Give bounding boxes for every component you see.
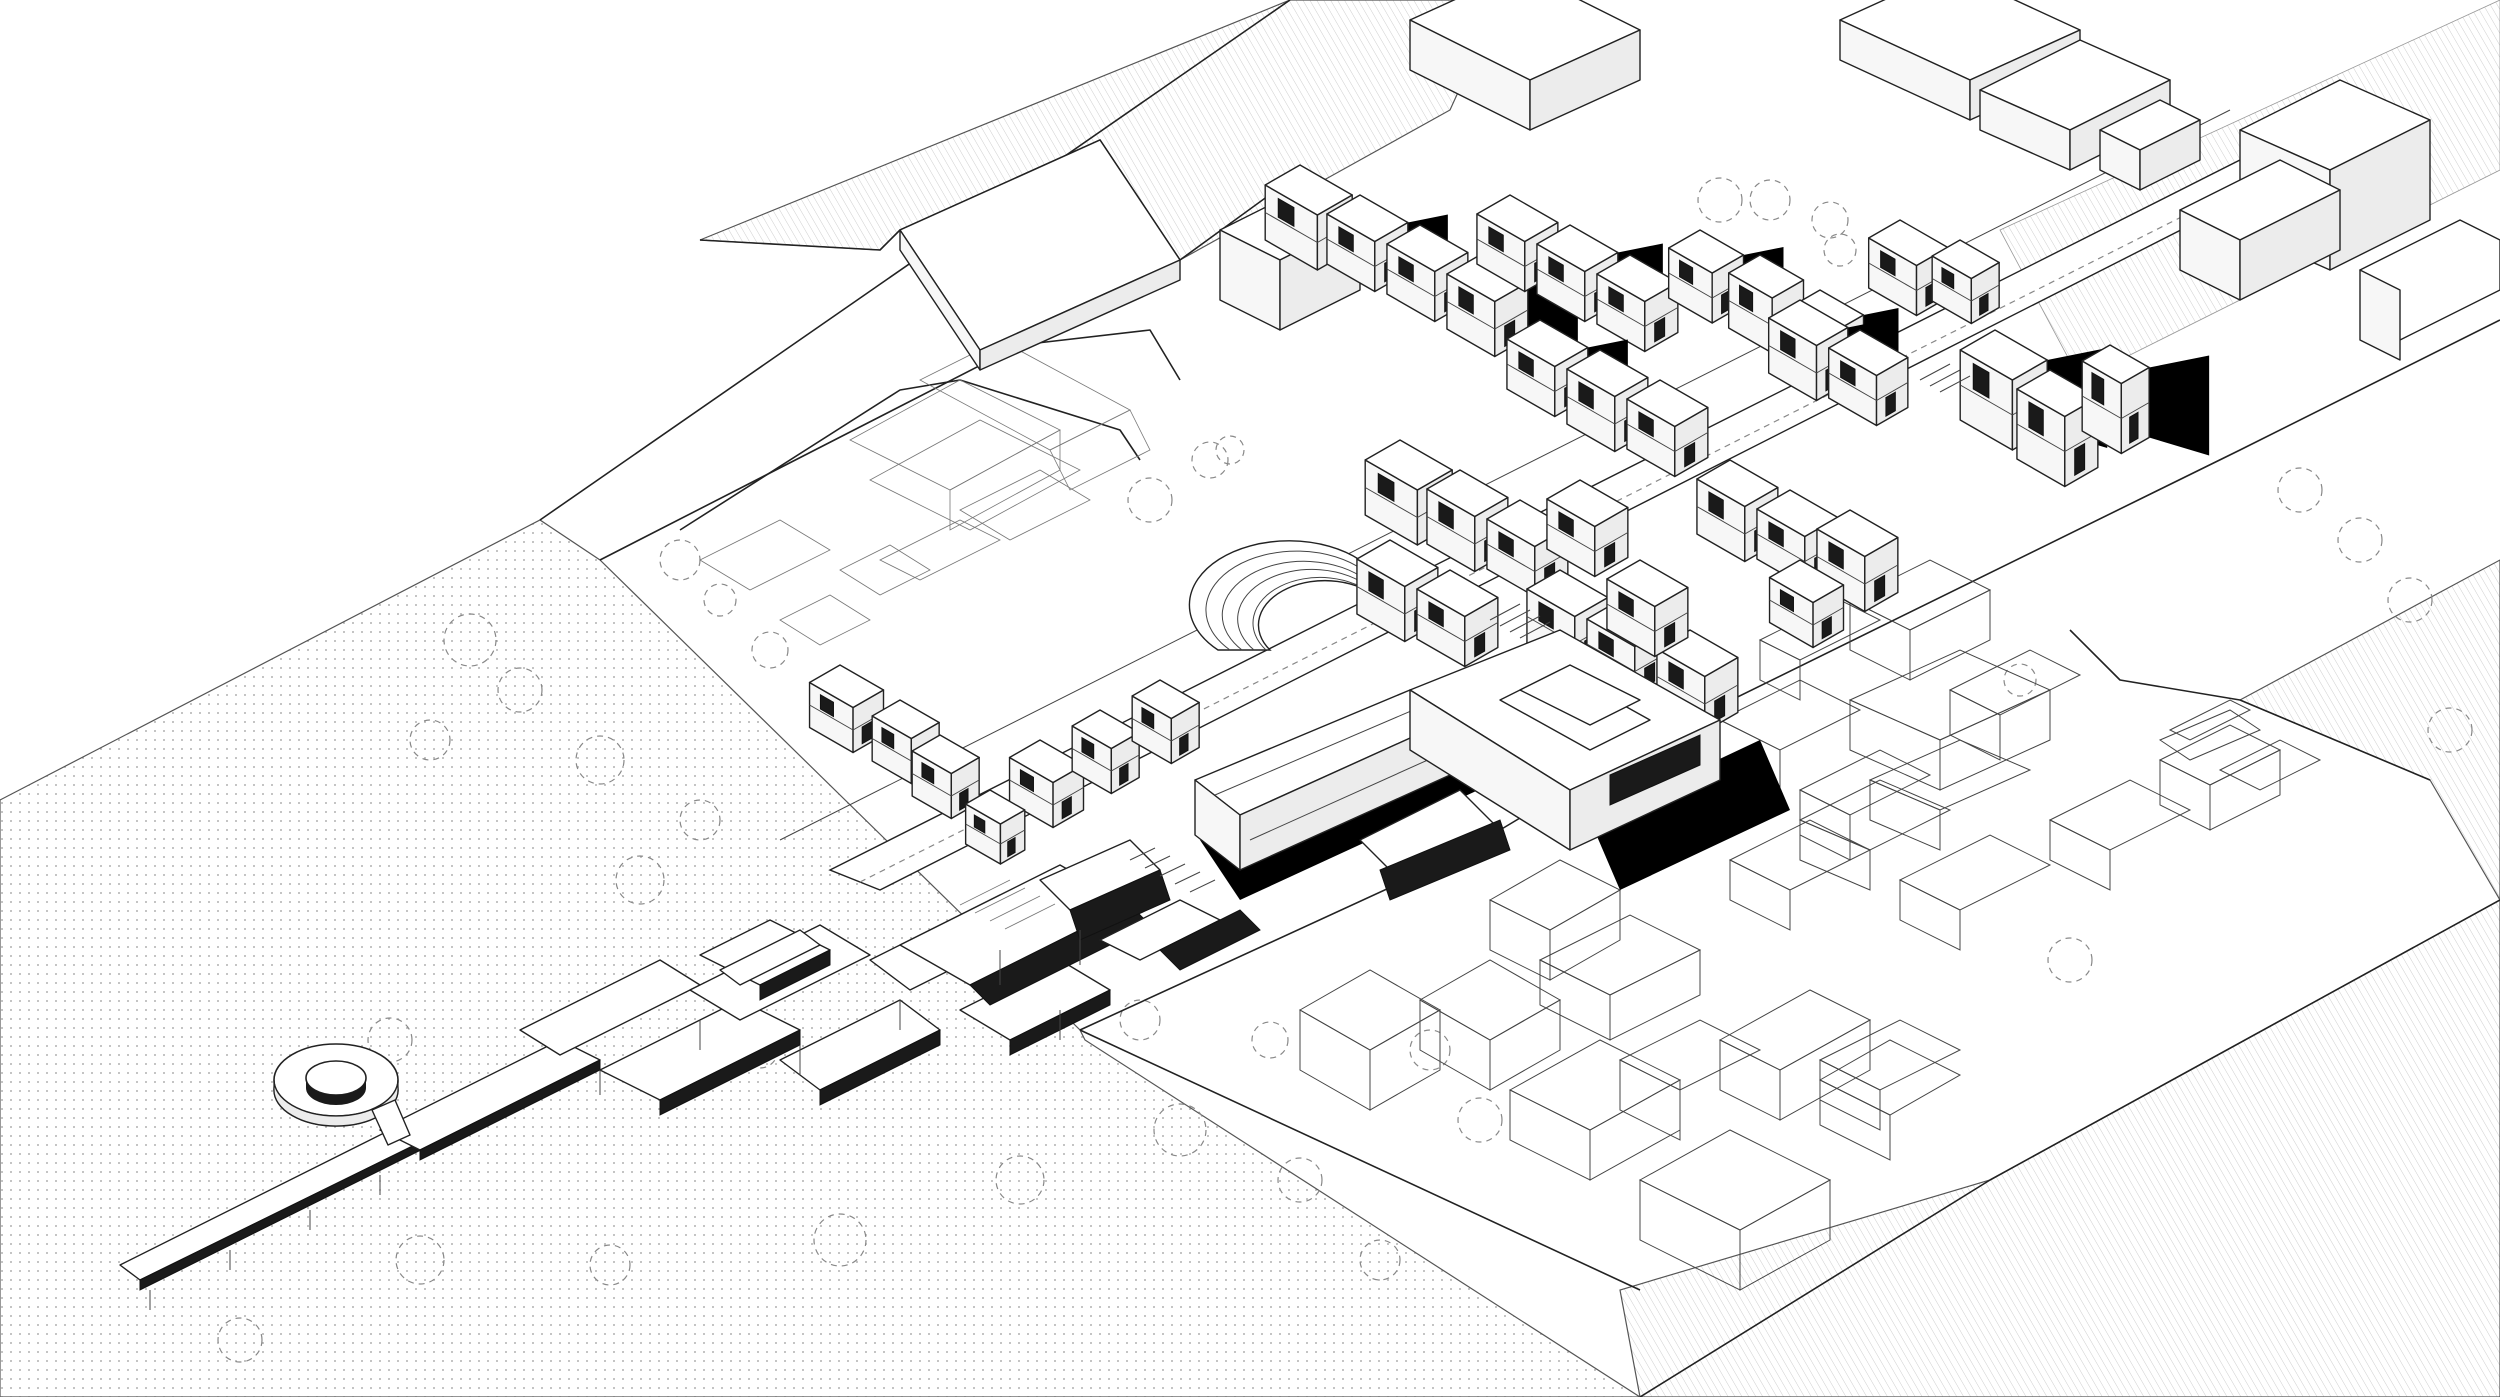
civic-building (1409, 629, 1790, 890)
housing-module (1816, 509, 1899, 613)
housing-module (1426, 469, 1509, 573)
housing-cluster (808, 164, 2210, 865)
waterfront-walkway (119, 839, 1261, 1310)
station-building (1194, 689, 1500, 900)
housing-module (964, 789, 1026, 865)
crosswalk (1489, 363, 1971, 639)
housing-module (1071, 709, 1140, 795)
plaza-deck (1359, 789, 1511, 901)
housing-module (1827, 329, 1909, 427)
housing-module (1546, 479, 1629, 578)
housing-module (1626, 379, 1709, 478)
ring-pavilion (273, 1043, 411, 1146)
context-blocks-northeast (1219, 0, 2500, 361)
housing-module (1416, 569, 1499, 668)
context-blocks-southeast (1298, 559, 2322, 1291)
housing-module (1768, 559, 1845, 649)
housing-module (1131, 679, 1200, 765)
housing-module (1867, 219, 1949, 317)
housing-module (1008, 739, 1085, 829)
housing-module (1931, 239, 2000, 325)
housing-module (1596, 254, 1679, 353)
parking-stripes (1129, 847, 1216, 893)
hall-building-north (899, 139, 1181, 371)
housing-module (1606, 559, 1689, 658)
housing-module (2081, 344, 2210, 456)
